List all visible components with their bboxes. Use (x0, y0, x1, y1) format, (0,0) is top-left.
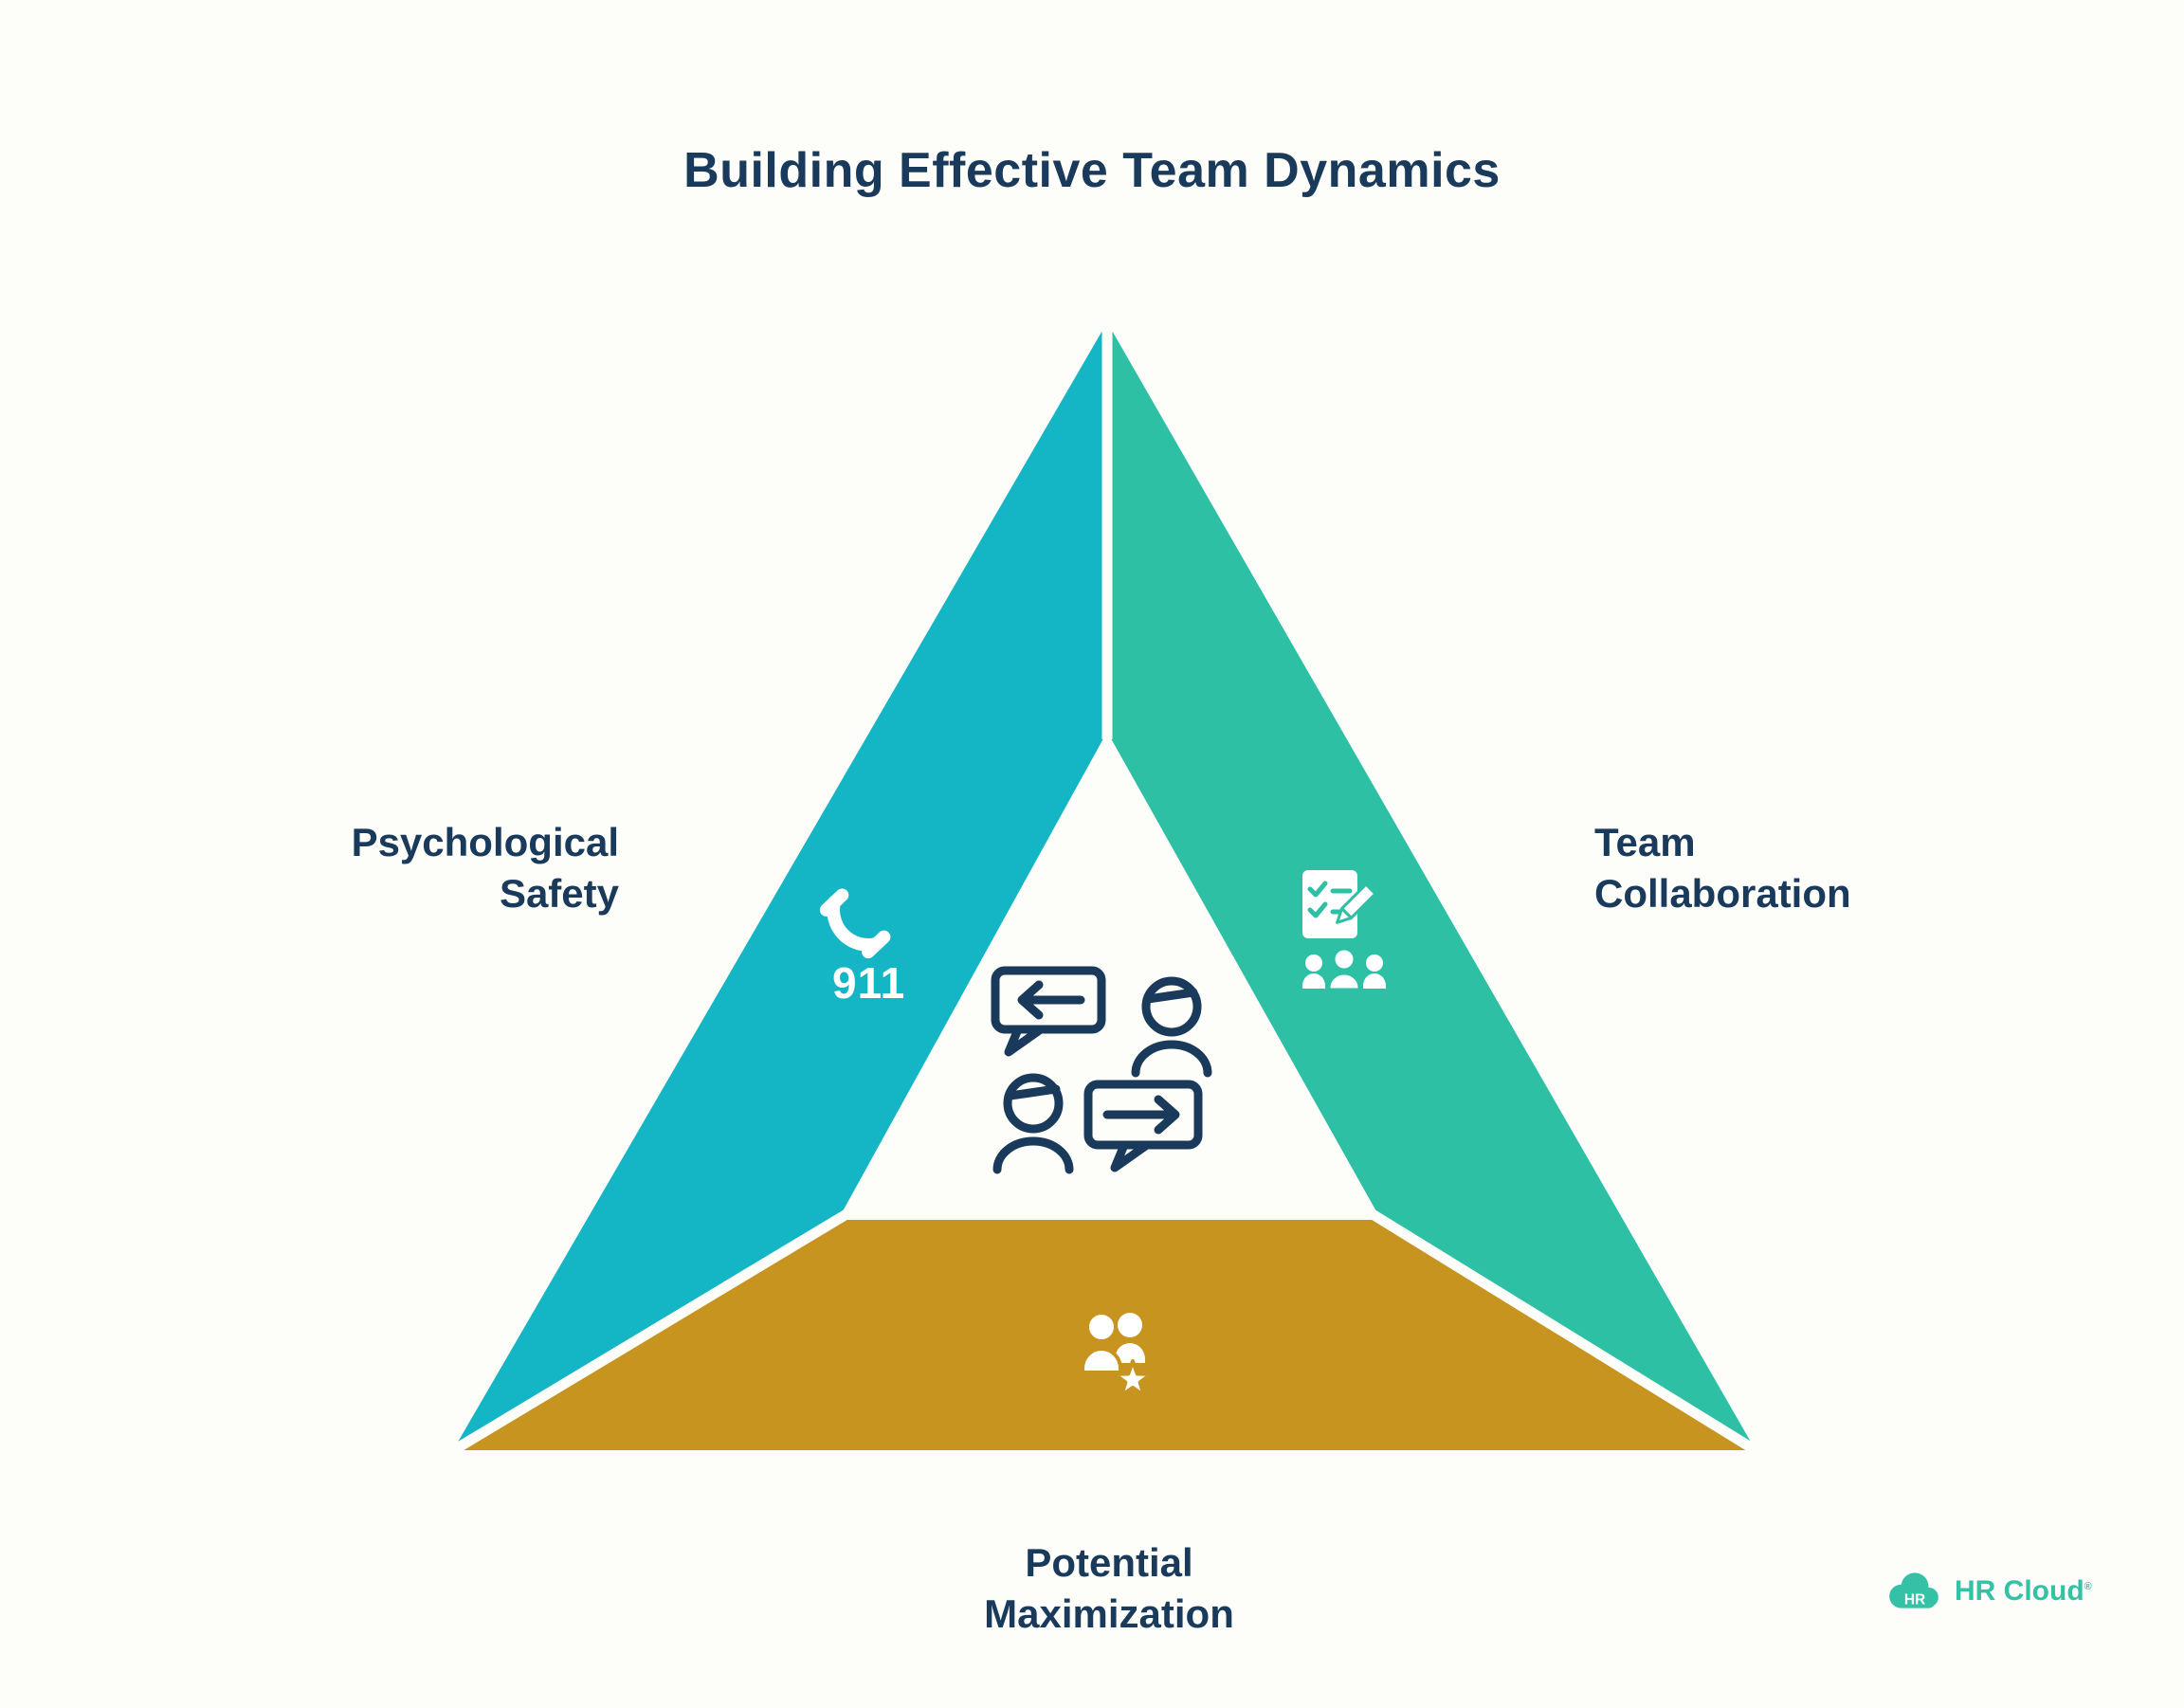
checklist-team-icon (1287, 868, 1401, 998)
conversation-glyph (991, 966, 1212, 1174)
label-potential-maximization: Potential Maximization (984, 1540, 1234, 1636)
phone-handset-icon (819, 888, 891, 959)
band-divider (1365, 1207, 1774, 1464)
phone-911-icon: 911 (811, 878, 954, 1008)
hr-cloud-logo: HR HR Cloud® (1884, 1569, 2092, 1614)
phone-number-text: 911 (832, 958, 906, 1008)
conversation-people-icon (986, 955, 1223, 1188)
person-star-glyph (1081, 1311, 1153, 1398)
logo-wordmark: HR Cloud® (1955, 1575, 2092, 1608)
label-psychological-safety: Psychological Safety (351, 820, 619, 916)
band-divider (435, 1207, 854, 1464)
band-team-collaboration (1107, 322, 1756, 1450)
logo-wordmark-text: HR Cloud (1955, 1575, 2084, 1607)
cloud-icon: HR (1889, 1572, 1938, 1608)
page-title: Building Effective Team Dynamics (683, 143, 1501, 198)
label-team-collaboration: Team Collaboration (1594, 820, 1851, 916)
checklist-team-glyph (1302, 870, 1386, 991)
logo-trademark: ® (2084, 1581, 2092, 1592)
cloud-hr-text: HR (1904, 1591, 1925, 1608)
band-psychological-safety (453, 322, 1107, 1450)
person-star-icon (1062, 1300, 1166, 1409)
